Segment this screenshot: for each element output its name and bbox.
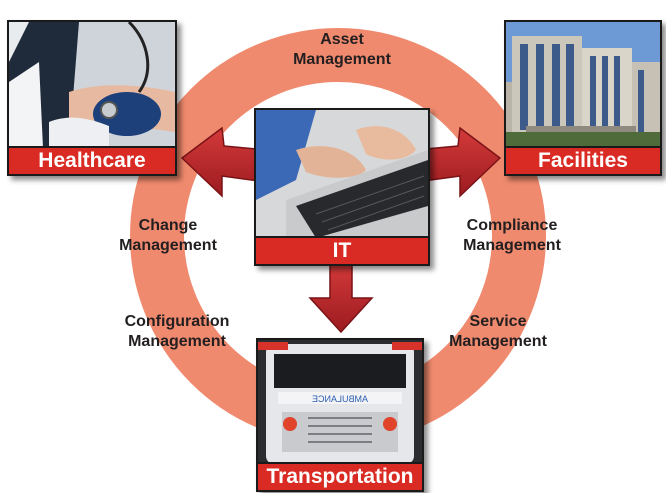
it-node: IT	[254, 108, 430, 266]
transportation-caption: Transportation	[258, 462, 422, 490]
ambulance-front-image: AMBULANCE	[258, 340, 422, 464]
facilities-caption: Facilities	[506, 146, 660, 174]
healthcare-caption: Healthcare	[9, 146, 175, 174]
person-typing-on-laptop-image	[256, 110, 428, 238]
blood-pressure-check-image	[9, 22, 175, 148]
compliance-management-label: Compliance Management	[463, 217, 561, 254]
configuration-management-label: Configuration Management	[124, 313, 230, 350]
facilities-node: Facilities	[504, 20, 662, 176]
ambulance-text: AMBULANCE	[312, 394, 368, 404]
change-management-label: Change Management	[119, 217, 217, 254]
service-management-label: Service Management	[449, 313, 547, 350]
asset-management-label: Asset Management	[293, 31, 391, 68]
hospital-building-image	[506, 22, 660, 148]
arrow-to-transportation	[308, 261, 374, 334]
transportation-node: AMBULANCE Transportation	[256, 338, 424, 492]
it-caption: IT	[256, 236, 428, 264]
healthcare-node: Healthcare	[7, 20, 177, 176]
